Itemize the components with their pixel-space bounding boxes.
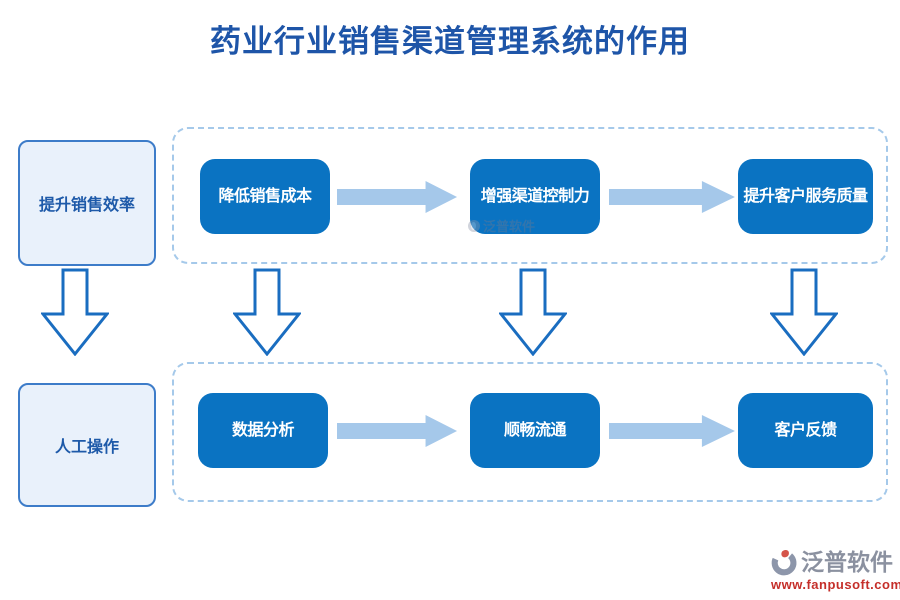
process-label: 客户反馈 (774, 421, 837, 439)
process-box-smooth-circulation: 顺畅流通 (470, 393, 600, 468)
right-arrow-icon (337, 415, 458, 447)
benefit-box-channel-control: 增强渠道控制力 (470, 159, 600, 234)
benefit-box-reduce-cost: 降低销售成本 (200, 159, 330, 234)
benefit-label: 提升客户服务质量 (743, 187, 868, 205)
right-arrow-icon (609, 415, 735, 447)
down-arrow-icon (499, 268, 567, 356)
process-label: 数据分析 (231, 421, 295, 439)
down-arrow-icon (41, 268, 109, 356)
footer-brand-name: 泛普软件 (801, 549, 893, 575)
left-box-label: 提升销售效率 (38, 197, 135, 214)
benefit-label: 降低销售成本 (218, 187, 312, 205)
footer-brand-url: www.fanpusoft.com (771, 577, 900, 592)
process-label: 顺畅流通 (503, 421, 567, 439)
process-box-data-analysis: 数据分析 (198, 393, 328, 468)
left-box-sales-efficiency: 提升销售效率 (18, 140, 156, 266)
footer-brand: 泛普软件 www.fanpusoft.com (771, 547, 900, 592)
watermark-logo-icon (468, 219, 480, 232)
watermark-text: 泛普软件 (483, 219, 536, 234)
down-arrow-icon (233, 268, 301, 356)
benefits-group-container (172, 127, 888, 264)
right-arrow-icon (337, 181, 458, 213)
fanpu-logo-icon (771, 550, 797, 576)
watermark: 泛普软件 (468, 216, 535, 235)
right-arrow-icon (609, 181, 735, 213)
benefit-box-customer-service: 提升客户服务质量 (738, 159, 873, 234)
left-box-label: 人工操作 (54, 439, 119, 456)
left-box-manual-operation: 人工操作 (18, 383, 156, 507)
process-box-customer-feedback: 客户反馈 (738, 393, 873, 468)
page-title: 药业行业销售渠道管理系统的作用 (210, 24, 690, 59)
benefit-label: 增强渠道控制力 (480, 187, 590, 205)
process-group-container (172, 362, 888, 502)
down-arrow-icon (770, 268, 838, 356)
